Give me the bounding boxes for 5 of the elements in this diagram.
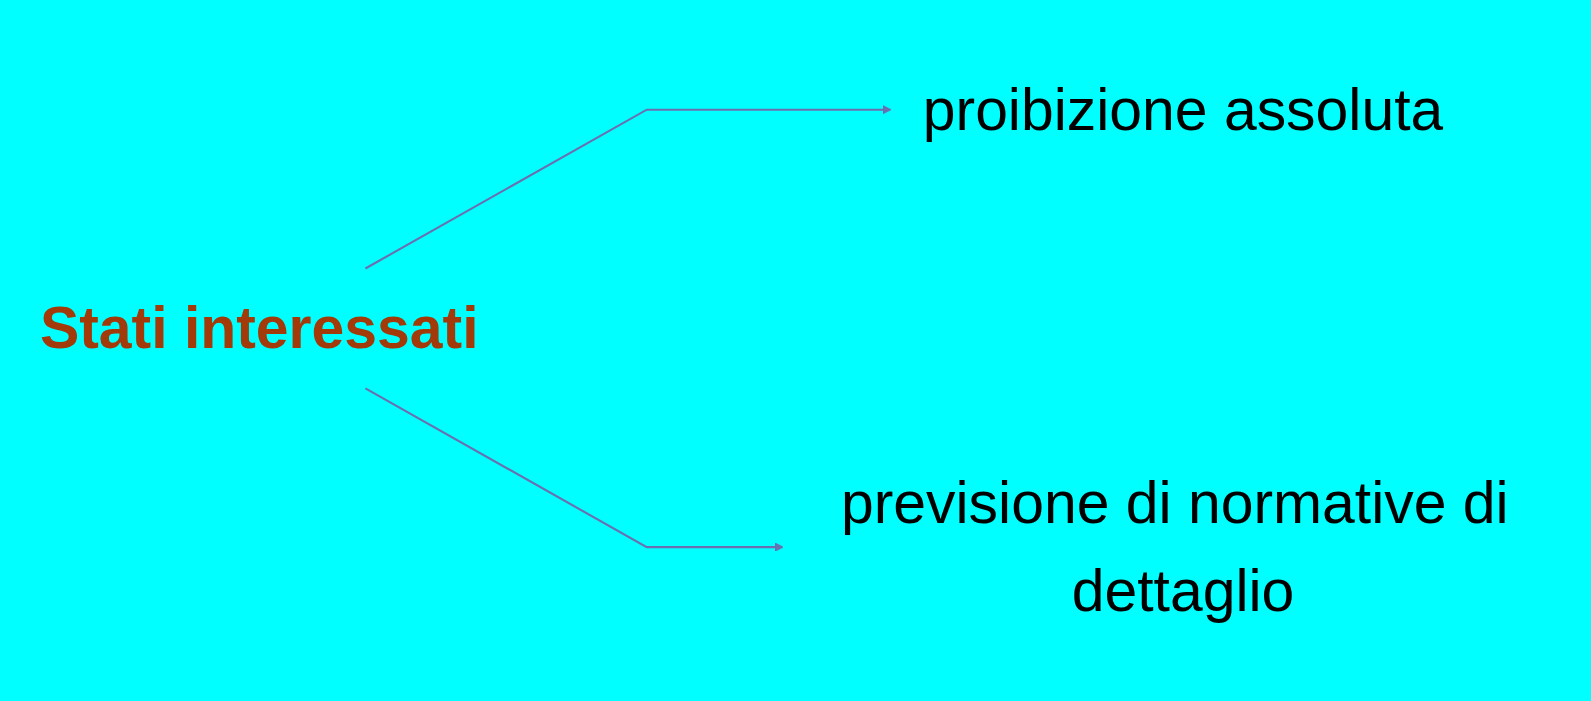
node-text: proibizione assoluta <box>922 76 1444 143</box>
node-text: previsione di normative di dettaglio <box>840 469 1509 624</box>
arrow <box>364 105 892 270</box>
node-text: Stati interessati <box>39 294 479 362</box>
arrow <box>364 387 784 552</box>
